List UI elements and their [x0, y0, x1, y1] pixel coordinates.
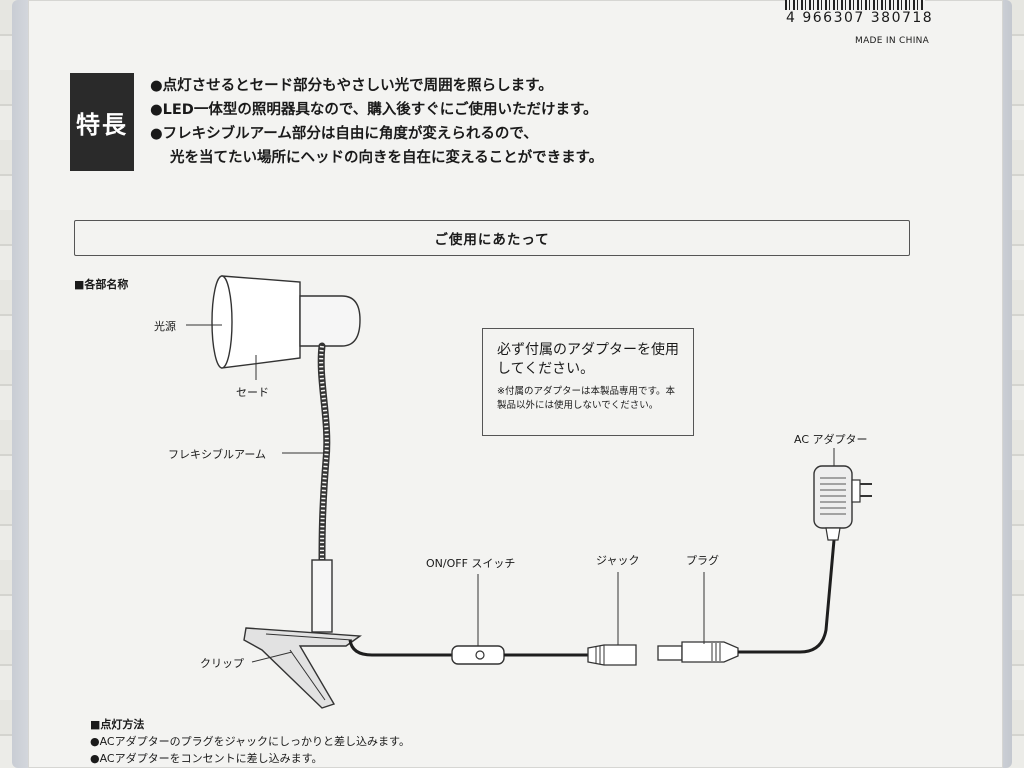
- jack-connector: [587, 644, 637, 666]
- lighting-title: ■点灯方法: [90, 718, 145, 731]
- features-list: ●点灯させるとセード部分もやさしい光で周囲を照らします。 ●LED一体型の照明器…: [150, 74, 603, 170]
- plug-connector: [657, 645, 683, 661]
- package-card: [28, 0, 1003, 768]
- feature-line: ●点灯させるとセード部分もやさしい光で周囲を照らします。: [150, 78, 553, 94]
- notice-main-text: 必ず付属のアダプターを使用してください。: [497, 342, 679, 377]
- lighting-step: ●ACアダプターのプラグをジャックにしっかりと差し込みます。: [90, 735, 410, 748]
- made-in-label: MADE IN CHINA: [855, 36, 930, 46]
- feature-line: 光を当てたい場所にヘッドの向きを自在に変えることができます。: [170, 150, 604, 166]
- ac-adapter: [813, 465, 853, 529]
- feature-line: ●フレキシブルアーム部分は自由に角度が変えられるので、: [150, 126, 538, 142]
- label-clip: クリップ: [200, 657, 244, 670]
- lamp-post: [311, 559, 333, 633]
- label-switch: ON/OFF スイッチ: [426, 557, 516, 570]
- label-jack: ジャック: [596, 554, 640, 567]
- lamp-shade: [221, 275, 301, 369]
- barcode-number: 4 966307 380718: [786, 10, 934, 26]
- barcode-graphic: [785, 0, 925, 10]
- lighting-instructions: ■点灯方法 ●ACアダプターのプラグをジャックにしっかりと差し込みます。 ●AC…: [90, 716, 410, 767]
- lamp-head: [299, 295, 361, 347]
- feature-line: ●LED一体型の照明器具なので、購入後すぐにご使用いただけます。: [150, 102, 598, 118]
- notice-sub-text: ※付属のアダプターは本製品専用です。本製品以外には使用しないでください。: [497, 386, 676, 411]
- label-light-source: 光源: [154, 320, 176, 333]
- power-cord: [348, 639, 452, 657]
- lighting-step: ●ACアダプターをコンセントに差し込みます。: [90, 752, 323, 765]
- label-ac-adapter: AC アダプター: [794, 433, 868, 446]
- parts-title: ■各部名称: [74, 278, 129, 291]
- label-flexible-arm: フレキシブルアーム: [168, 448, 267, 461]
- usage-section-header: ご使用にあたって: [74, 220, 910, 256]
- adapter-notice-box: 必ず付属のアダプターを使用してください。 ※付属のアダプターは本製品専用です。本…: [482, 328, 694, 436]
- features-tag: 特長: [70, 73, 134, 171]
- label-shade: セード: [236, 386, 269, 399]
- lamp-light-source: [211, 275, 233, 369]
- label-plug: プラグ: [686, 554, 719, 567]
